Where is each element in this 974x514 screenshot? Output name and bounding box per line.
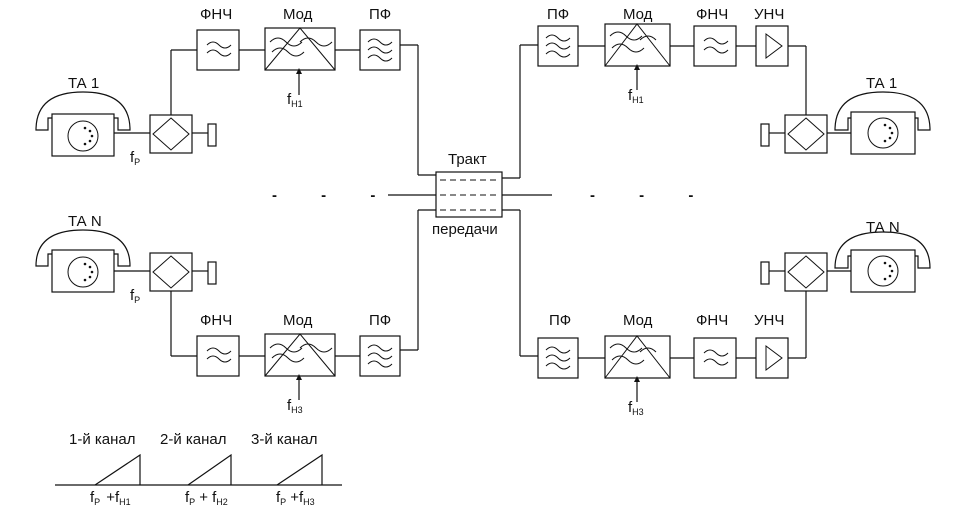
mod-label-3: Мод (623, 6, 653, 23)
bottom-right-amplifier-icon (755, 337, 789, 379)
ta1-left-label: ТА 1 (68, 75, 99, 92)
lpf-label-4: ФНЧ (696, 312, 728, 329)
top-left-termination-icon (207, 123, 217, 147)
top-right-amplifier-icon (755, 25, 789, 67)
dots-right: - - - (590, 187, 713, 204)
transmission-path-icon (435, 171, 503, 218)
bpf-label: ПФ (369, 6, 391, 23)
mod-label-2: Мод (283, 312, 313, 329)
channel-1-label: 1-й канал (69, 431, 136, 448)
bottom-right-hybrid-icon (784, 252, 828, 292)
bottom-left-modulator-icon (264, 333, 336, 377)
top-right-telephone-icon (834, 91, 931, 155)
bottom-right-bpf-icon (537, 337, 579, 379)
bpf-label-4: ПФ (549, 312, 571, 329)
bpf-label-3: ПФ (547, 6, 569, 23)
bottom-left-bpf-icon (359, 335, 401, 377)
fp-label-top-left: fР (130, 149, 140, 167)
fn1-label-top-right: fН1 (628, 87, 644, 105)
fn3-label-bottom-right: fН3 (628, 399, 644, 417)
top-left-telephone-icon (35, 91, 131, 157)
channel-2-label: 2-й канал (160, 431, 227, 448)
channel-3-label: 3-й канал (251, 431, 318, 448)
amp-label: УНЧ (754, 6, 784, 23)
ta1-right-label: ТА 1 (866, 75, 897, 92)
top-right-termination-icon (760, 123, 770, 147)
amp-label-2: УНЧ (754, 312, 784, 329)
bottom-left-termination-icon (207, 261, 217, 285)
lpf-label-2: ФНЧ (200, 312, 232, 329)
bottom-right-telephone-icon (834, 231, 931, 293)
bottom-right-lpf-icon (693, 337, 737, 379)
top-left-modulator-icon (264, 27, 336, 71)
channel-3-freq: fР+fН3 (276, 489, 315, 507)
tan-left-label: ТА N (68, 213, 102, 230)
top-right-hybrid-icon (784, 114, 828, 154)
bottom-left-lpf-icon (196, 335, 240, 377)
lpf-label-3: ФНЧ (696, 6, 728, 23)
bottom-right-modulator-icon (604, 335, 671, 379)
fn3-label-bottom-left: fН3 (287, 397, 303, 415)
dots-left: - - - (272, 187, 395, 204)
top-right-lpf-icon (693, 25, 737, 67)
top-left-bpf-icon (359, 29, 401, 71)
tan-right-label: ТА N (866, 219, 900, 236)
bottom-left-hybrid-icon (149, 252, 193, 292)
top-left-lpf-icon (196, 29, 240, 71)
fp-label-bottom-left: fР (130, 287, 140, 305)
mod-label-4: Мод (623, 312, 653, 329)
spectrum-diagram: 1-й канал 2-й канал 3-й канал fР+fН1 fР+… (55, 431, 342, 507)
top-right-bpf-icon (537, 25, 579, 67)
bpf-label-2: ПФ (369, 312, 391, 329)
peredachi-label: передачи (432, 221, 498, 238)
bottom-left-telephone-icon (35, 229, 131, 293)
top-right-modulator-icon (604, 23, 671, 67)
channel-2-freq: fР+ fН2 (185, 489, 228, 507)
mod-label: Мод (283, 6, 313, 23)
trakt-label: Тракт (448, 151, 487, 168)
bottom-right-termination-icon (760, 261, 770, 285)
lpf-label: ФНЧ (200, 6, 232, 23)
channel-1-freq: fР+fН1 (90, 489, 131, 507)
fn1-label-top-left: fН1 (287, 91, 303, 109)
top-left-hybrid-icon (149, 114, 193, 154)
